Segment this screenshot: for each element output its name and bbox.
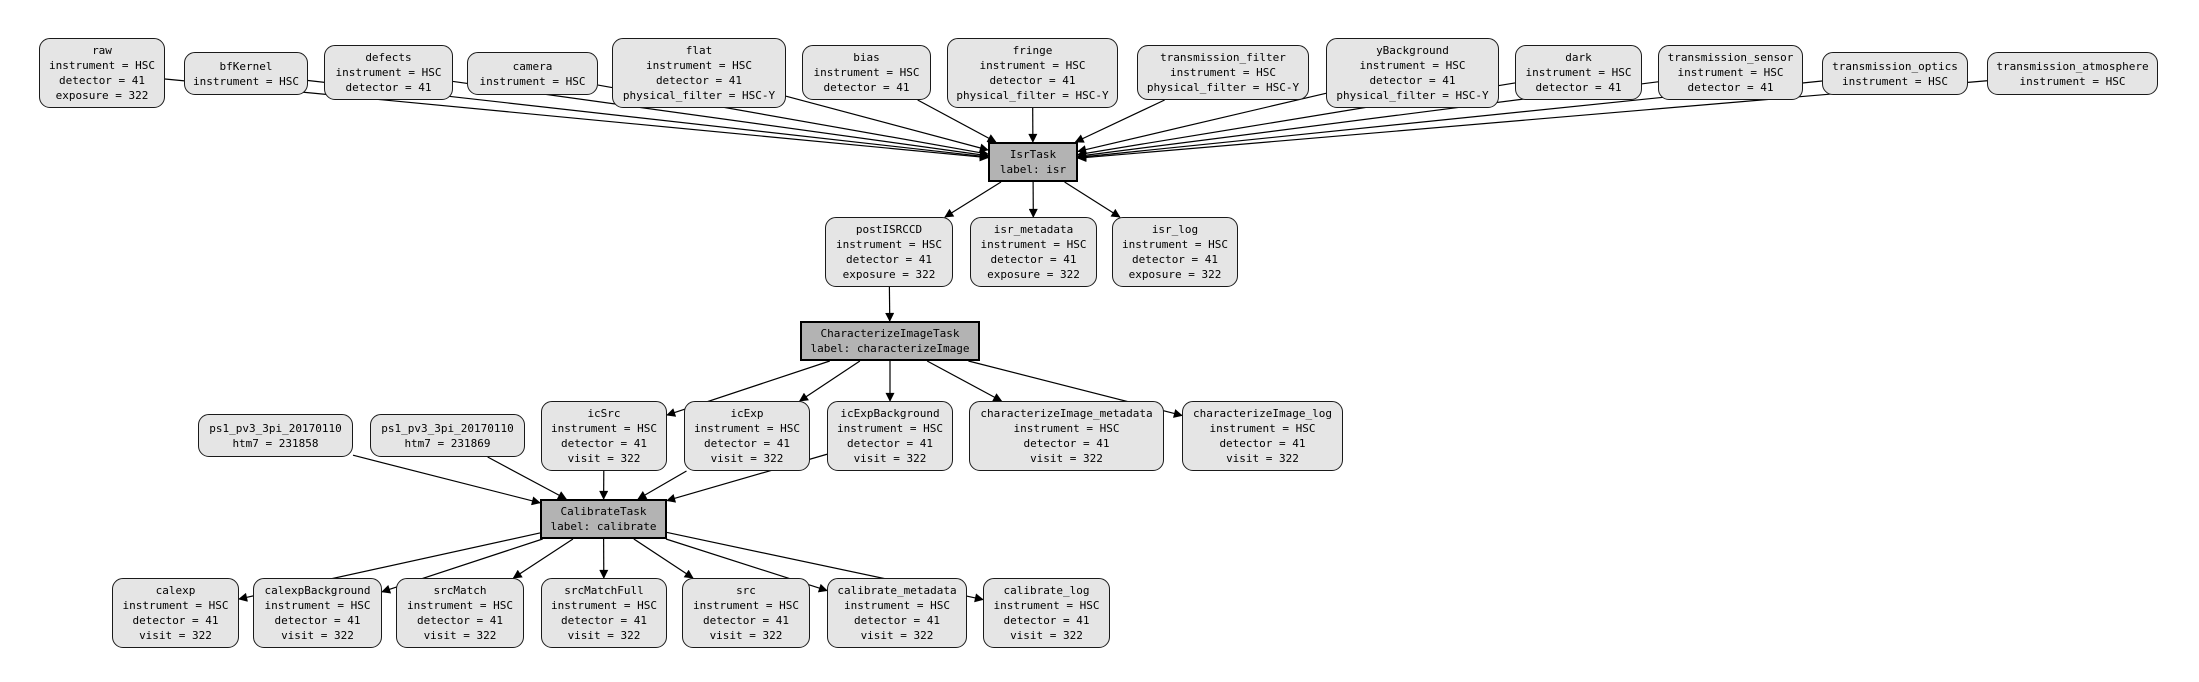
- node-transmission_optics: transmission_optics instrument = HSC: [1822, 52, 1968, 95]
- edge-isr-to-postISRCCD: [944, 181, 1002, 218]
- node-raw: raw instrument = HSC detector = 41 expos…: [39, 38, 165, 108]
- node-bfKernel: bfKernel instrument = HSC: [184, 52, 308, 95]
- node-isr_log: isr_log instrument = HSC detector = 41 e…: [1112, 217, 1238, 287]
- edge-icExp-to-calibrate: [637, 470, 687, 500]
- edge-yBackground-to-isr: [1077, 92, 1327, 154]
- node-calibrate_metadata: calibrate_metadata instrument = HSC dete…: [827, 578, 967, 648]
- edge-ps1_pv3_3pi_20170110_231858-to-calibrate: [352, 454, 541, 506]
- node-src: src instrument = HSC detector = 41 visit…: [682, 578, 810, 648]
- node-icExp: icExp instrument = HSC detector = 41 vis…: [684, 401, 810, 471]
- node-ps1_pv3_3pi_20170110_231869: ps1_pv3_3pi_20170110 htm7 = 231869: [370, 414, 525, 457]
- edge-calibrate-to-srcMatch: [512, 538, 574, 579]
- node-defects: defects instrument = HSC detector = 41: [324, 45, 453, 100]
- edge-isr-to-isr_log: [1064, 181, 1121, 218]
- node-icSrc: icSrc instrument = HSC detector = 41 vis…: [541, 401, 667, 471]
- node-postISRCCD: postISRCCD instrument = HSC detector = 4…: [825, 217, 953, 287]
- node-ps1_pv3_3pi_20170110_231858: ps1_pv3_3pi_20170110 htm7 = 231858: [198, 414, 353, 457]
- edge-characterizeImage-to-icExp: [798, 360, 861, 402]
- edge-calibrate-to-src: [633, 538, 694, 579]
- edge-ps1_pv3_3pi_20170110_231869-to-calibrate: [487, 456, 567, 500]
- edge-transmission_filter-to-isr: [1074, 99, 1165, 143]
- node-dark: dark instrument = HSC detector = 41: [1515, 45, 1642, 100]
- edge-flat-to-isr: [785, 95, 989, 153]
- node-transmission_atmosphere: transmission_atmosphere instrument = HSC: [1987, 52, 2158, 95]
- node-flat: flat instrument = HSC detector = 41 phys…: [612, 38, 786, 108]
- node-icExpBackground: icExpBackground instrument = HSC detecto…: [827, 401, 953, 471]
- node-camera: camera instrument = HSC: [467, 52, 598, 95]
- node-calexpBackground: calexpBackground instrument = HSC detect…: [253, 578, 382, 648]
- node-calibrate: CalibrateTask label: calibrate: [540, 499, 667, 539]
- node-characterizeImage_log: characterizeImage_log instrument = HSC d…: [1182, 401, 1343, 471]
- node-characterizeImage: CharacterizeImageTask label: characteriz…: [800, 321, 980, 361]
- node-isr: IsrTask label: isr: [988, 142, 1078, 182]
- node-calexp: calexp instrument = HSC detector = 41 vi…: [112, 578, 239, 648]
- node-srcMatchFull: srcMatchFull instrument = HSC detector =…: [541, 578, 667, 648]
- edge-characterizeImage-to-characterizeImage_metadata: [926, 360, 1003, 402]
- node-calibrate_log: calibrate_log instrument = HSC detector …: [983, 578, 1110, 648]
- node-transmission_sensor: transmission_sensor instrument = HSC det…: [1658, 45, 1803, 100]
- node-transmission_filter: transmission_filter instrument = HSC phy…: [1137, 45, 1309, 100]
- node-yBackground: yBackground instrument = HSC detector = …: [1326, 38, 1499, 108]
- node-isr_metadata: isr_metadata instrument = HSC detector =…: [970, 217, 1097, 287]
- node-bias: bias instrument = HSC detector = 41: [802, 45, 931, 100]
- edge-bias-to-isr: [917, 99, 997, 143]
- node-srcMatch: srcMatch instrument = HSC detector = 41 …: [396, 578, 524, 648]
- node-fringe: fringe instrument = HSC detector = 41 ph…: [947, 38, 1118, 108]
- node-characterizeImage_metadata: characterizeImage_metadata instrument = …: [969, 401, 1164, 471]
